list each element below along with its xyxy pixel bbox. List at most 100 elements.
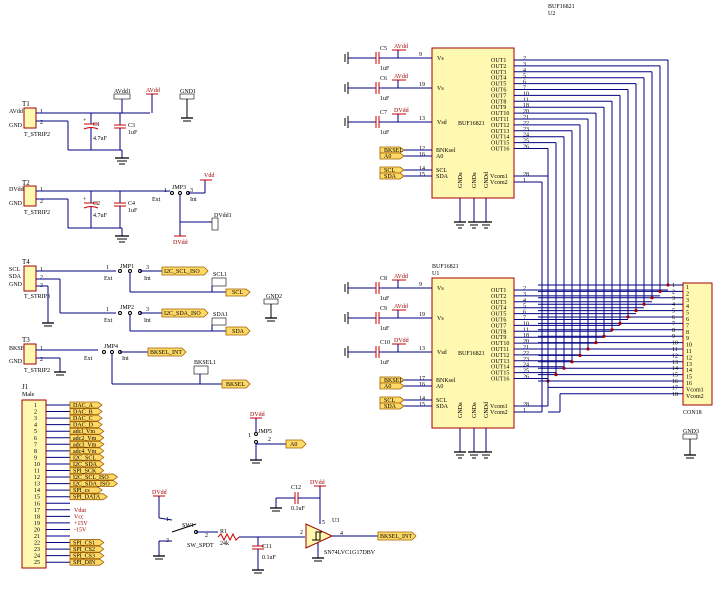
con18-name: CON18: [683, 410, 702, 416]
u1-cap-net: AVdd: [394, 274, 408, 280]
gnd2-symbol: GND2: [263, 294, 282, 322]
gnd3-label: GND3: [683, 429, 699, 435]
u1-cap-ref: C8: [380, 276, 387, 282]
u2-out-label: OUT8: [491, 99, 506, 105]
u1-out-pin: 22: [523, 351, 529, 357]
u1-out-pin: 10: [523, 321, 529, 327]
u2-cap-ref: C7: [380, 110, 387, 116]
t2-pin2: 2: [40, 199, 43, 205]
bksel-net-tag: BKSEL: [221, 379, 251, 389]
c12-cap: C12 0.1uF: [270, 485, 320, 512]
jmp1-ext: Ext: [104, 276, 113, 282]
con18-pin-num: 2: [672, 289, 675, 295]
u1-left-pin-name: SDA: [436, 404, 449, 410]
svg-text:1: 1: [106, 307, 109, 313]
j1-pin-num: 12: [34, 475, 40, 481]
con18-pin-label: 7: [686, 323, 689, 329]
u2-out-pin: 6: [523, 80, 526, 86]
u1-gnd-label: GNDa: [472, 402, 478, 418]
jmp4-int: Int: [122, 356, 129, 362]
j1-pin-num: 19: [34, 521, 40, 527]
sda-net-label: SDA: [232, 329, 245, 335]
con18-pin-label: 3: [686, 298, 689, 304]
t1-ref: T1: [22, 100, 30, 108]
u2-cap-value: 1uF: [380, 130, 390, 136]
t2-label-gnd: GND: [9, 201, 23, 207]
u2-out-pin: 25: [523, 139, 529, 145]
c1-value: 4.7uF: [93, 136, 108, 142]
con18-pin-num: 6: [672, 315, 675, 321]
j1-pin-num: 8: [34, 449, 37, 455]
u1-out-label: OUT4: [491, 306, 506, 312]
u1-vcom-pin: 1: [523, 408, 526, 414]
u2-out-pin: 5: [523, 74, 526, 80]
sw1-ref: SW1: [182, 523, 194, 529]
u3-buffer: DVdd 5 U3 2 4 SN74LVC1G17DBV BKSEL_INT: [300, 480, 417, 562]
con18-pin-label: 11: [686, 349, 692, 355]
r1-resistor: R1 24k: [217, 529, 305, 547]
u1-out-pin: 21: [523, 345, 529, 351]
jmp5-net: DVdd: [250, 412, 265, 418]
u3-pin5: 5: [322, 520, 325, 526]
u1-out-label: OUT6: [491, 318, 506, 324]
u2-left-pin-name: SCL: [436, 168, 447, 174]
u2-out-label: OUT6: [491, 88, 506, 94]
c3-cap: C3 1uF: [114, 113, 138, 150]
gnd1-symbol: GND1: [179, 89, 196, 122]
jmp2-ref: JMP2: [120, 305, 134, 311]
u1-out-pin: 4: [523, 298, 526, 304]
u1-vcom-label: Vcom2: [490, 410, 508, 416]
u1-cap-pinname: Vs: [437, 286, 444, 292]
u2-left-net: A0: [384, 154, 391, 160]
u3-pin2: 2: [300, 530, 303, 536]
u2-cap-pinname: Vsd: [437, 120, 447, 126]
u2-out-label: OUT1: [491, 58, 506, 64]
u1-ref-label: U1: [432, 271, 439, 277]
c4-ref: C4: [128, 201, 135, 207]
c3-ref: C3: [128, 123, 135, 129]
u1-out-pin: 23: [523, 357, 529, 363]
jmp5-jumper: DVdd JMP5 1 2 A0: [248, 412, 307, 464]
scl1-label: SCL1: [213, 272, 227, 278]
u1-out-label: OUT15: [491, 371, 509, 377]
gnd1-label: GND1: [180, 89, 196, 95]
u1-out-label: OUT9: [491, 335, 506, 341]
svg-text:+: +: [83, 197, 87, 203]
u1-cap-pin: 9: [419, 282, 422, 288]
c2-cap: C2 4.7uF +: [83, 191, 108, 228]
avdd-flag-label: AVdd: [146, 88, 160, 94]
jmp5-ref: JMP5: [258, 429, 272, 435]
u2-out-pin: 4: [523, 68, 526, 74]
u2-out-pin: 2: [523, 56, 526, 62]
c11-ref: C11: [262, 544, 272, 550]
j1-net-label: SPI_cs: [73, 488, 90, 494]
u2-buf16821: BUF16821 U2 BUF16821 C51uFAVdd9VsC61uFAV…: [344, 4, 575, 229]
t1-avdd-terminal: T1 AVdd GND T_STRIP2 1 2: [9, 100, 150, 151]
u2-cap-net: AVdd: [394, 44, 408, 50]
c2-value: 4.7uF: [93, 213, 108, 219]
i2c-scl-iso-net: I2C_SCL_ISO: [161, 266, 209, 276]
u2-out-pin: 20: [523, 109, 529, 115]
con18-pin-label: Vcom1: [686, 387, 704, 393]
svg-text:3: 3: [146, 265, 149, 271]
t4-label-gnd: GND: [9, 282, 23, 288]
u2-out-pin: 18: [523, 103, 529, 109]
t1-label-gnd: GND: [9, 123, 23, 129]
j1-net-label: +15V: [74, 521, 88, 527]
u2-cap-ref: C6: [380, 76, 387, 82]
t1-label-avdd: AVdd: [9, 109, 23, 115]
con18-body: [682, 282, 713, 406]
j1-ref: J1: [22, 383, 29, 391]
j1-net-label: SPI_CS1: [73, 541, 95, 547]
con18-pin-label: 14: [686, 368, 692, 374]
u1-out-label: OUT16: [491, 377, 509, 383]
sda1-label: SDA1: [213, 312, 228, 318]
u2-out-pin: 23: [523, 127, 529, 133]
u1-out-pin: 2: [523, 286, 526, 292]
u2-out-label: OUT13: [491, 129, 509, 135]
u2-out-pin: 24: [523, 133, 529, 139]
u2-cap-ref: C5: [380, 46, 387, 52]
u1-left-net: BKSEL: [384, 378, 403, 384]
